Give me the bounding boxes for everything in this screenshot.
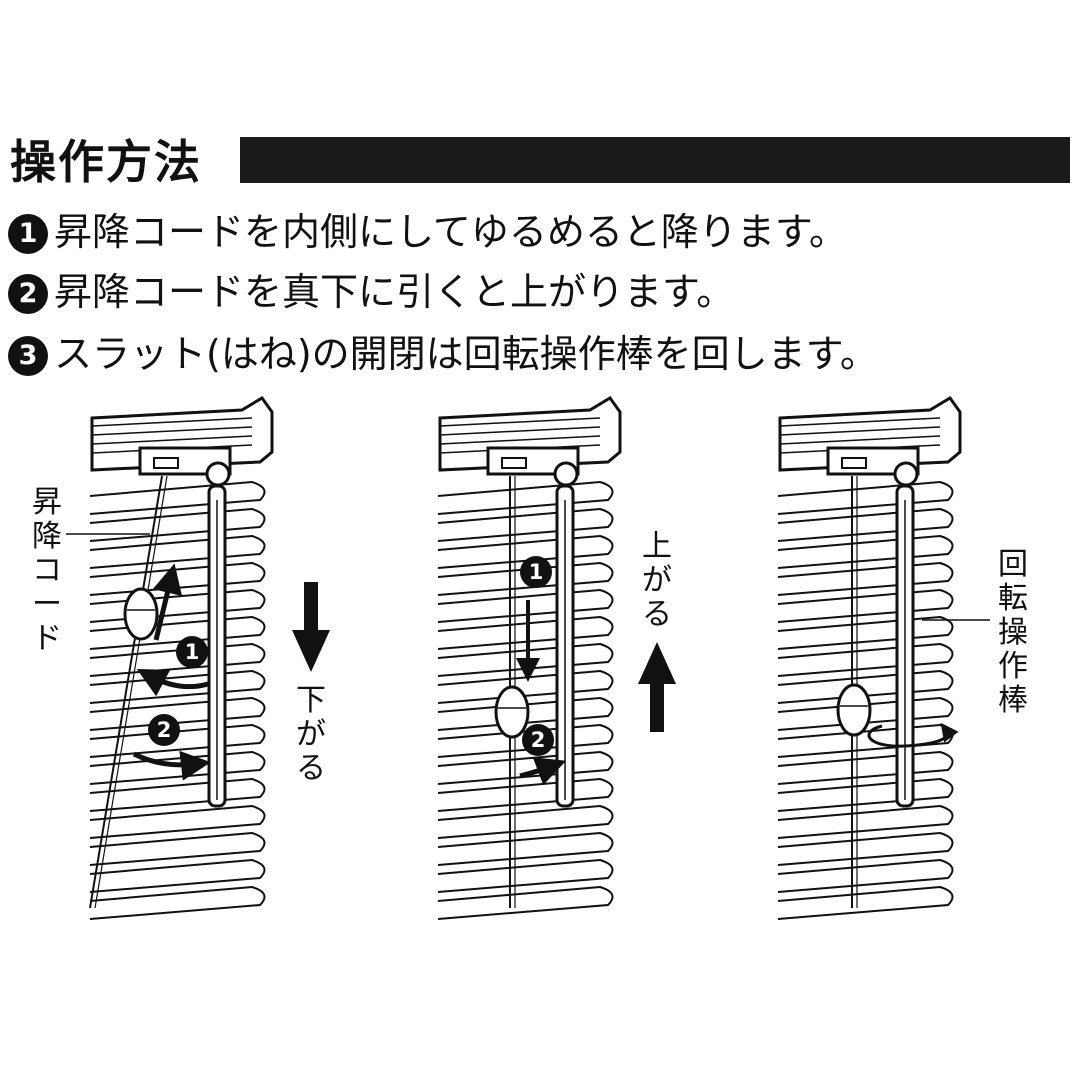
badge-2-panel-b: 2 [522,724,554,756]
blind-panel-raising [437,396,622,920]
cord-tassel [836,683,872,737]
slat [777,804,954,839]
slat [89,804,266,839]
slat [777,858,954,893]
slat [89,831,266,866]
step-2-number: 2 [8,274,48,314]
slat [437,858,614,893]
slat [437,831,614,866]
up-label: 上がる [642,529,672,632]
slat [89,858,266,893]
inward-arrow-icon [519,757,567,786]
rod-hook [553,461,579,487]
up-arrow-icon [638,642,676,732]
step-1-number: 1 [8,214,48,254]
rod-hook [205,461,231,487]
step-3-text: スラット(はね)の開閉は回転操作棒を回します。 [54,332,878,376]
badge-1-panel-b: 1 [520,556,552,588]
cord-tassel [123,587,159,641]
step-3-number: 3 [8,336,48,376]
badge-1-panel-a: 1 [176,636,208,668]
section-title: 操作方法 [10,135,202,189]
slat [89,885,266,920]
lift-cord [89,475,163,909]
cord-tassel [494,685,530,739]
slat [777,831,954,866]
blind-panel-tilting [777,396,962,920]
down-arrow-icon [292,582,330,672]
tighten-arrow-icon [132,750,211,781]
step-1-text: 昇降コードを内側にしてゆるめると降ります。 [54,210,848,254]
down-label: 下がる [296,683,326,786]
rotate-arrow-icon [867,722,959,748]
blind-panel-lowering [89,396,274,920]
rod-label: 回転操作棒 [998,547,1028,718]
badge-2-panel-a: 2 [148,714,180,746]
title-bar [240,137,1070,183]
rod-hook [893,461,919,487]
pull-up-arrow-icon [152,563,183,641]
slat [777,885,954,920]
slat [437,804,614,839]
step-2-text: 昇降コードを真下に引くと上がります。 [54,270,735,314]
slat [437,885,614,920]
cord-label: 昇降コード [32,485,62,656]
loosen-arrow-icon [136,668,209,697]
